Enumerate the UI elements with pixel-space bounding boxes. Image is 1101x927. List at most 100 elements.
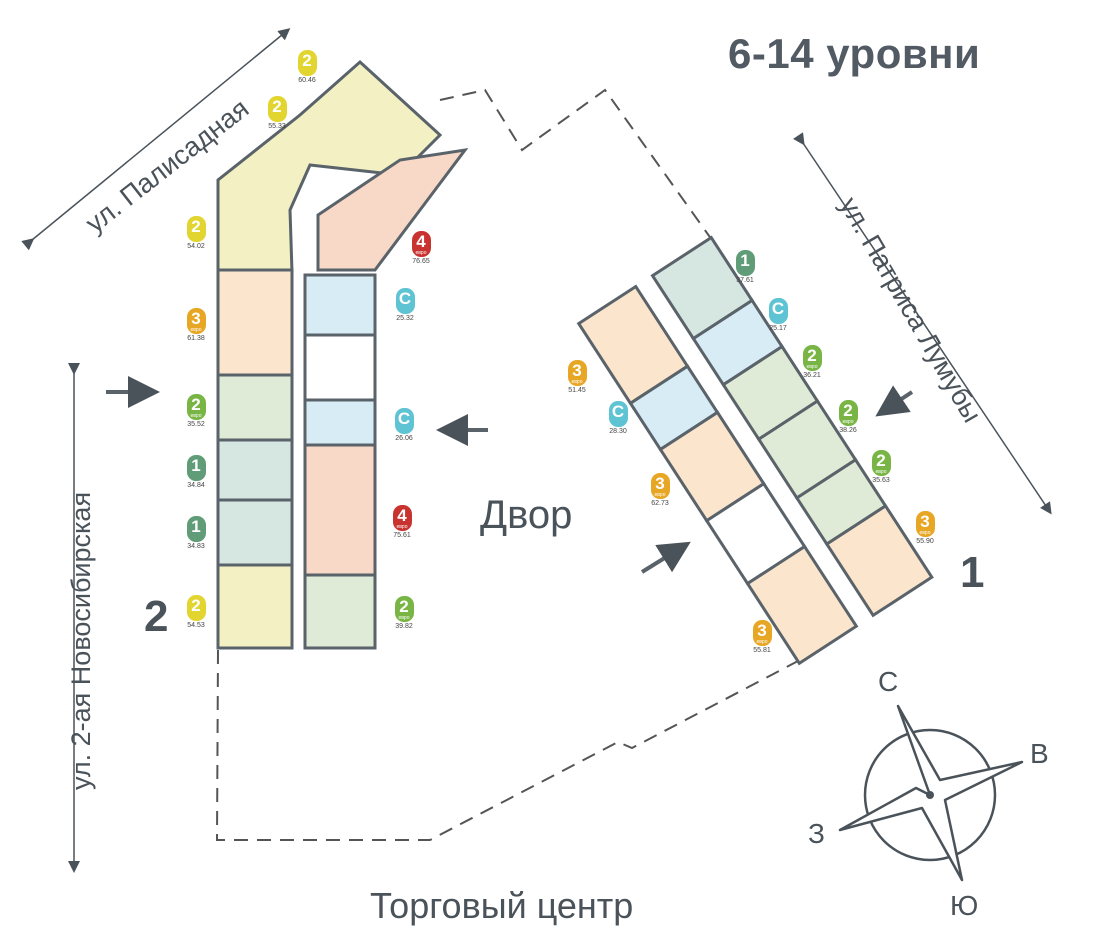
unit-block (216, 373, 294, 442)
unit-area: 54.53 (187, 622, 205, 629)
euro-label: евро (190, 413, 202, 419)
building-number-1: 1 (960, 548, 985, 597)
unit-area: 28.30 (609, 428, 627, 435)
room-count: С (771, 299, 785, 318)
room-count: 2 (843, 401, 853, 420)
room-count: С (398, 289, 412, 308)
room-count-pill: 1 (186, 455, 206, 481)
unit-area: 51.45 (568, 387, 586, 394)
unit-block (303, 573, 377, 650)
room-count: 2 (876, 451, 886, 470)
compass-east: В (1030, 738, 1049, 769)
street-label-mall: Торговый центр (370, 885, 634, 926)
compass-south: Ю (950, 890, 979, 921)
room-count: 3 (191, 309, 201, 328)
unit-block (745, 544, 859, 666)
unit-badge[interactable]: С 28.30 (595, 401, 641, 435)
unit-badge[interactable]: С 25.32 (382, 288, 428, 322)
room-count: 1 (740, 251, 750, 270)
unit-block (216, 438, 294, 502)
room-count: 3 (757, 621, 767, 640)
room-count-pill: С (394, 408, 414, 434)
unit-block (303, 398, 377, 447)
unit-block (303, 273, 377, 337)
unit-area: 55.81 (753, 647, 771, 654)
unit-area: 25.32 (396, 315, 414, 322)
unit-area: 62.73 (651, 500, 669, 507)
euro-label: евро (756, 639, 768, 645)
yard-label: Двор (480, 493, 573, 537)
room-count: 4 (397, 506, 407, 525)
room-count-pill: 1 (735, 250, 755, 276)
room-count-pill: С (395, 288, 415, 314)
unit-block (216, 498, 294, 567)
unit-block (216, 268, 294, 377)
building-2 (216, 59, 469, 650)
room-count-pill: 1 (186, 516, 206, 542)
room-count: 2 (191, 596, 201, 615)
room-count: 2 (807, 346, 817, 365)
unit-block (316, 147, 469, 272)
unit-area: 36.21 (803, 372, 821, 379)
site-boundary-south (215, 649, 801, 841)
unit-area: 61.38 (187, 335, 205, 342)
room-count-pill: С (608, 401, 628, 427)
room-count: 1 (191, 456, 201, 475)
compass-icon (838, 704, 1024, 882)
unit-area: 37.61 (736, 277, 754, 284)
euro-label: евро (919, 530, 931, 536)
euro-label: евро (875, 469, 887, 475)
room-count: 2 (191, 217, 201, 236)
unit-area: 75.61 (393, 532, 411, 539)
room-count: С (397, 409, 411, 428)
euro-label: евро (396, 524, 408, 530)
street-arrows (21, 28, 1052, 873)
room-count: 2 (191, 395, 201, 414)
euro-label: евро (415, 250, 427, 256)
street-label-novosibirskaya: ул. 2-ая Новосибирская (66, 491, 96, 790)
unit-area: 38.26 (839, 427, 857, 434)
unit-area: 60.46 (298, 77, 316, 84)
room-count: С (611, 402, 625, 421)
room-count-pill: 2 (186, 216, 206, 242)
unit-badge[interactable]: С 26.06 (381, 408, 427, 442)
unit-block (303, 333, 377, 402)
unit-area: 26.06 (395, 435, 413, 442)
euro-label: евро (190, 327, 202, 333)
unit-area: 34.83 (187, 543, 205, 550)
room-count: 1 (191, 517, 201, 536)
page-title: 6-14 уровни (728, 30, 981, 77)
unit-area: 35.52 (187, 421, 205, 428)
room-count-pill: 2 (267, 96, 287, 122)
room-count-pill: 2 (297, 50, 317, 76)
room-count: 2 (399, 597, 409, 616)
